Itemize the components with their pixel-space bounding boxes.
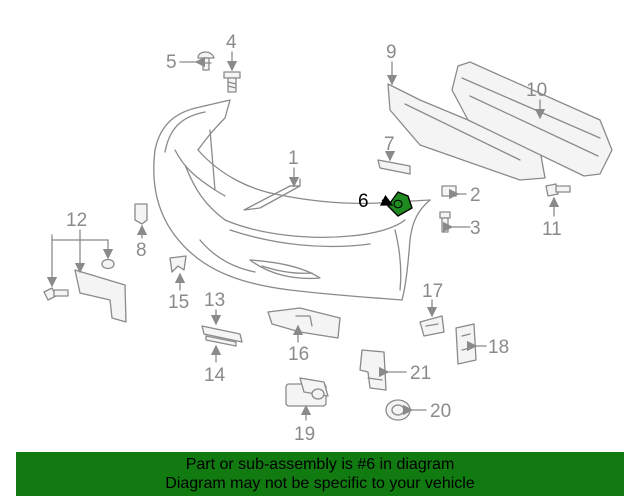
callout-3: 3 [470, 218, 481, 239]
callout-11: 11 [542, 219, 562, 240]
part-21-bracket [359, 349, 387, 391]
callout-1: 1 [288, 148, 299, 169]
callout-17: 17 [422, 281, 443, 302]
part-15-clip [169, 255, 187, 273]
callout-12: 12 [66, 210, 87, 231]
callout-15: 15 [168, 292, 189, 313]
part-8-clip [134, 203, 148, 225]
callout-6: 6 [358, 191, 369, 212]
callout-8: 8 [136, 240, 147, 261]
callout-21: 21 [410, 363, 431, 384]
part-9-absorber [387, 83, 546, 181]
notice-banner: Part or sub-assembly is #6 in diagram Di… [16, 452, 624, 496]
callout-20: 20 [430, 401, 451, 422]
callout-14: 14 [204, 365, 226, 386]
part-13-14-bracket [201, 325, 243, 347]
callout-10: 10 [526, 80, 547, 101]
part-18-bracket [455, 323, 477, 365]
callout-9: 9 [386, 42, 397, 63]
leader-lines [46, 51, 560, 421]
part-20-grommet [385, 399, 411, 421]
callout-2: 2 [470, 185, 481, 206]
part-16-retainer [267, 307, 341, 339]
callout-16: 16 [288, 344, 309, 365]
bumper-cover [153, 99, 431, 301]
part-11-bolt [545, 183, 571, 197]
callout-labels: 1 2 3 4 5 6 7 8 9 10 11 12 13 14 15 16 1… [66, 32, 562, 445]
part-5-clip [197, 51, 215, 71]
callout-4: 4 [226, 32, 237, 53]
notice-line-2: Diagram may not be specific to your vehi… [165, 475, 475, 492]
part-4-screw [223, 71, 241, 93]
callout-19: 19 [294, 424, 315, 445]
callout-18: 18 [488, 337, 509, 358]
part-7-strip [377, 159, 411, 175]
part-19-sensor [285, 377, 329, 407]
part-12-bracket [43, 258, 127, 323]
part-10-reinforcement [451, 61, 613, 177]
callout-7: 7 [384, 134, 395, 155]
part-6-highlighted [387, 191, 413, 217]
part-17-bracket [419, 315, 445, 337]
part-2-nut [441, 185, 457, 197]
callout-13: 13 [204, 290, 225, 311]
notice-line-1: Part or sub-assembly is #6 in diagram [185, 456, 455, 473]
part-3-bolt [439, 211, 451, 233]
callout-5: 5 [166, 52, 177, 73]
